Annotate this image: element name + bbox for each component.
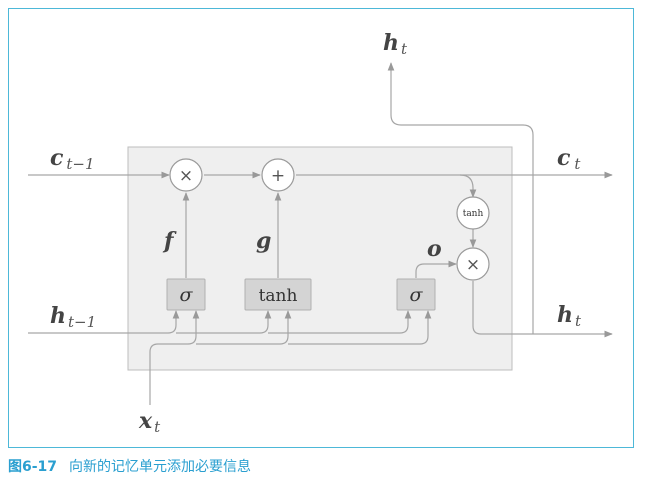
f-label: f — [162, 228, 177, 254]
h-prev-to-f-arrow — [167, 310, 180, 334]
h-prev-sub: t−1 — [68, 313, 96, 331]
g-tanh-label: tanh — [259, 286, 298, 306]
h-prev-main: h — [50, 303, 66, 329]
x-to-g-arrow — [196, 310, 292, 345]
plus-icon: + — [271, 166, 285, 186]
h-t-top-main: h — [383, 30, 399, 56]
h-prev-to-o-arrow — [268, 310, 412, 334]
figure-number: 图6-17 — [8, 459, 58, 475]
h-up-arrow — [387, 62, 534, 334]
output-gate-box: σ — [396, 278, 436, 311]
forget-sigma-label: σ — [180, 284, 194, 306]
c-t-main: c — [557, 145, 571, 171]
figure-frame — [8, 8, 634, 448]
o-label: o — [427, 236, 442, 262]
c-prev-main: c — [50, 145, 64, 171]
x-to-f-arrow — [149, 310, 200, 405]
x-t-sub: t — [154, 418, 161, 436]
h-t-right-main: h — [557, 302, 573, 328]
x-t-main: x — [138, 408, 153, 434]
figure-caption: 图6-17 向新的记忆单元添加必要信息 — [8, 456, 251, 476]
h-t-top-sub: t — [401, 40, 408, 58]
tanh-cell-node: tanh — [456, 196, 490, 230]
g-tanh-box: tanh — [244, 278, 312, 311]
multiply-icon: × — [466, 255, 480, 275]
multiply-forget-node: × — [169, 158, 203, 192]
output-sigma-label: σ — [410, 284, 424, 306]
multiply-output-node: × — [456, 247, 490, 281]
h-t-right-sub: t — [575, 312, 582, 330]
forget-gate-box: σ — [166, 278, 206, 311]
add-node: + — [261, 158, 295, 192]
c-prev-sub: t−1 — [66, 155, 94, 173]
tanh-node-label: tanh — [463, 209, 484, 219]
o-gate-arrow — [415, 260, 457, 278]
c-t-sub: t — [574, 155, 581, 173]
x-to-o-arrow — [288, 310, 432, 345]
c-to-tanh-arrow — [459, 174, 477, 198]
h-out-arrow — [472, 281, 613, 338]
multiply-icon: × — [179, 166, 193, 186]
h-prev-to-g-arrow — [176, 310, 272, 334]
caption-text: 向新的记忆单元添加必要信息 — [69, 459, 252, 475]
g-label: g — [256, 228, 271, 254]
